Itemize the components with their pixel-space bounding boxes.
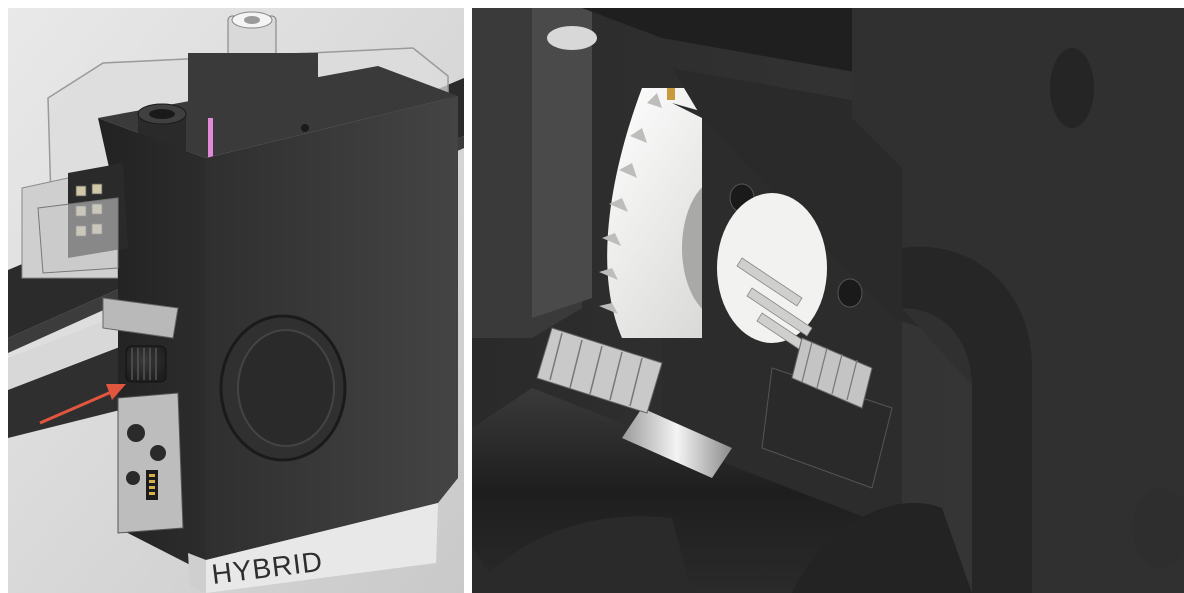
bracket-plate — [37, 197, 119, 274]
sensor-hole-2 — [150, 445, 166, 461]
body-top-face — [98, 66, 458, 158]
right-housing-curve — [902, 246, 1032, 593]
bottom-left-part — [472, 516, 692, 593]
plate-hole-lower — [837, 278, 863, 308]
lever-arm — [102, 297, 179, 339]
gear-brass-detail — [667, 88, 675, 100]
gear-teeth — [599, 93, 662, 314]
extruder-overview-render: HYBRID — [8, 8, 464, 593]
tube-fitting-hole — [149, 109, 175, 119]
extruder-overview-svg: HYBRID — [8, 8, 464, 593]
body-front-face — [206, 96, 458, 560]
top-left-bearing — [547, 26, 597, 50]
gear-closeup-svg — [472, 8, 1184, 593]
screw-hole — [301, 124, 309, 132]
front-button — [237, 329, 335, 447]
red-arrow — [39, 384, 126, 425]
knob-knurling — [131, 348, 157, 380]
shaft-spline-gear — [536, 327, 663, 414]
base-band-side — [188, 553, 206, 593]
pinion-gear — [717, 193, 827, 362]
rail-lower-beam — [8, 336, 148, 438]
left-housing-edge — [532, 8, 592, 318]
base-band-front — [206, 503, 438, 593]
sensor-module — [117, 392, 184, 534]
right-bracket-bottom — [1132, 488, 1184, 568]
gear-closeup-render — [472, 8, 1184, 593]
sensor-hole-3 — [126, 471, 140, 485]
sensor-hole-1 — [127, 424, 145, 442]
secondary-spline — [791, 337, 873, 409]
shaft-collar — [622, 408, 732, 478]
filament — [208, 118, 213, 178]
right-housing — [852, 8, 1184, 593]
sensor-connector-pins — [149, 474, 155, 495]
feeder-fitting-hole — [244, 16, 260, 24]
right-bracket-top — [1050, 48, 1094, 128]
bottom-right-part — [792, 502, 972, 593]
